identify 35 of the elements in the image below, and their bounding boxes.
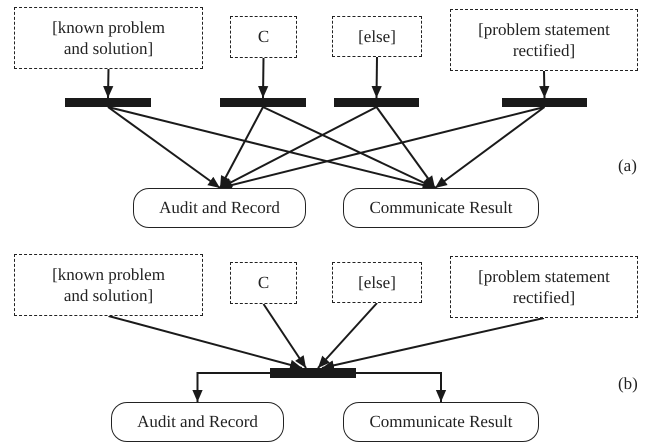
arrow [108, 315, 302, 370]
arrow [258, 58, 268, 98]
arrow [220, 106, 545, 190]
guard-box: C [230, 16, 297, 58]
arrow [192, 372, 270, 402]
guard-box: [known problem and solution] [14, 7, 203, 69]
sync-bar [270, 368, 356, 378]
guard-box: [known problem and solution] [14, 254, 203, 316]
arrow [434, 106, 546, 189]
arrow [317, 302, 378, 369]
arrow [372, 56, 382, 98]
arrow [376, 106, 436, 189]
arrow [539, 70, 550, 98]
arrow [220, 106, 377, 189]
activity-box: Communicate Result [343, 188, 539, 228]
arrow [262, 303, 307, 369]
sync-bar [65, 98, 151, 107]
activity-box: Audit and Record [111, 402, 284, 442]
activity-box: Audit and Record [133, 188, 306, 228]
activity-box: Communicate Result [343, 402, 539, 442]
guard-box: [else] [332, 262, 422, 303]
arrow [356, 372, 446, 402]
guard-box: [problem statement rectified] [450, 9, 638, 71]
arrow [219, 106, 264, 188]
guard-box: [problem statement rectified] [450, 256, 638, 318]
panel-label: (a) [618, 157, 637, 174]
guard-box: C [230, 262, 297, 304]
guard-box: [else] [332, 16, 422, 57]
sync-bar [334, 98, 419, 107]
panel-label: (b) [618, 375, 638, 392]
arrow [322, 317, 544, 370]
sync-bar [220, 98, 306, 107]
arrow [103, 68, 114, 98]
arrow [107, 106, 221, 189]
sync-bar [502, 98, 587, 107]
